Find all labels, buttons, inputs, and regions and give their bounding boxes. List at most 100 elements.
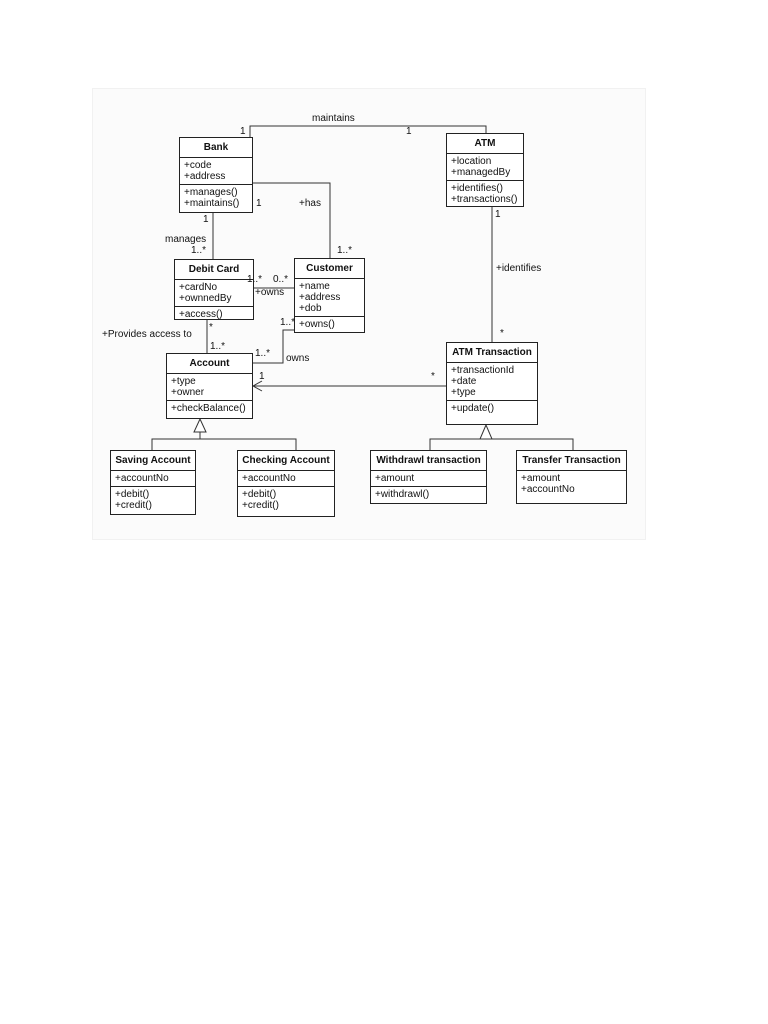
attribute: +type <box>171 376 196 387</box>
attribute: +accountNo <box>521 484 575 495</box>
transaction-inheritance-triangle <box>479 423 493 440</box>
owns-card-label: +owns <box>255 287 285 298</box>
customer-account-multiplicity: 1..* <box>280 317 296 328</box>
manages-label: manages <box>165 234 207 245</box>
attribute: +ownnedBy <box>179 293 232 304</box>
class-saving-account[interactable]: Saving Account +accountNo +debit() +cred… <box>110 450 196 515</box>
class-transfer-transaction[interactable]: Transfer Transaction +amount +accountNo <box>516 450 627 504</box>
card-access-multiplicity: * <box>209 322 213 333</box>
operation: +maintains() <box>184 198 240 209</box>
attributes: +location +managedBy <box>447 154 523 181</box>
attribute: +dob <box>299 303 322 314</box>
customer-card-multiplicity: 0..* <box>273 274 289 285</box>
attributes: +accountNo <box>111 471 195 487</box>
owns-account-association <box>253 329 296 364</box>
class-customer[interactable]: Customer +name +address +dob +owns() <box>294 258 365 333</box>
attribute: +location <box>451 156 492 167</box>
attribute: +accountNo <box>115 473 169 484</box>
attributes: +transactionId +date +type <box>447 363 537 401</box>
bank-manages-multiplicity: 1 <box>203 214 209 225</box>
account-transaction-arrowhead <box>251 380 263 392</box>
has-association <box>252 182 331 259</box>
attribute: +name <box>299 281 330 292</box>
maintains-association <box>249 125 487 138</box>
operation: +access() <box>179 309 223 320</box>
atm-maintains-multiplicity: 1 <box>406 126 412 137</box>
bank-has-multiplicity: 1 <box>256 198 262 209</box>
operations: +checkBalance() <box>167 401 252 416</box>
class-name: Account <box>167 354 252 374</box>
operation: +debit() <box>242 489 277 500</box>
bank-maintains-multiplicity: 1 <box>240 126 246 137</box>
operation: +checkBalance() <box>171 403 246 414</box>
operations: +debit() +credit() <box>111 487 195 513</box>
class-name: Bank <box>180 138 252 158</box>
provides-access-label: +Provides access to <box>102 329 192 340</box>
attribute: +managedBy <box>451 167 511 178</box>
operation: +credit() <box>242 500 279 511</box>
operations: +access() <box>175 307 253 322</box>
attribute: +address <box>299 292 341 303</box>
card-manages-multiplicity: 1..* <box>191 245 207 256</box>
class-atm[interactable]: ATM +location +managedBy +identifies() +… <box>446 133 524 207</box>
class-checking-account[interactable]: Checking Account +accountNo +debit() +cr… <box>237 450 335 517</box>
attribute: +accountNo <box>242 473 296 484</box>
account-owns-multiplicity: 1..* <box>255 348 271 359</box>
attributes: +accountNo <box>238 471 334 487</box>
attribute: +transactionId <box>451 365 515 376</box>
operations: +identifies() +transactions() <box>447 181 523 207</box>
has-label: +has <box>299 198 321 209</box>
transaction-account-multiplicity: * <box>431 371 435 382</box>
attribute: +address <box>184 171 226 182</box>
attributes: +code +address <box>180 158 252 185</box>
attributes: +type +owner <box>167 374 252 401</box>
operation: +credit() <box>115 500 152 511</box>
attributes: +cardNo +ownnedBy <box>175 280 253 307</box>
operations: +update() <box>447 401 537 416</box>
class-name: Customer <box>295 259 364 279</box>
class-name: Checking Account <box>238 451 334 471</box>
operation: +debit() <box>115 489 150 500</box>
attribute: +type <box>451 387 476 398</box>
attribute: +cardNo <box>179 282 218 293</box>
class-account[interactable]: Account +type +owner +checkBalance() <box>166 353 253 419</box>
account-transaction-multiplicity: 1 <box>259 371 265 382</box>
attributes: +name +address +dob <box>295 279 364 317</box>
class-bank[interactable]: Bank +code +address +manages() +maintain… <box>179 137 253 213</box>
class-withdrawl-transaction[interactable]: Withdrawl transaction +amount +withdrawl… <box>370 450 487 504</box>
operations: +owns() <box>295 317 364 332</box>
operations: +debit() +credit() <box>238 487 334 513</box>
attribute: +code <box>184 160 212 171</box>
transaction-generalization-tree <box>429 432 574 451</box>
class-name: ATM Transaction <box>447 343 537 363</box>
operation: +owns() <box>299 319 335 330</box>
customer-has-multiplicity: 1..* <box>337 245 353 256</box>
operation: +transactions() <box>451 194 518 205</box>
owns-account-label: owns <box>286 353 310 364</box>
class-name: Withdrawl transaction <box>371 451 486 471</box>
class-name: Transfer Transaction <box>517 451 626 471</box>
attributes: +amount +accountNo <box>517 471 626 497</box>
attribute: +date <box>451 376 477 387</box>
account-inheritance-triangle <box>193 417 207 433</box>
attribute: +amount <box>375 473 415 484</box>
account-access-multiplicity: 1..* <box>210 341 226 352</box>
attribute: +amount <box>521 473 561 484</box>
account-generalization-tree <box>151 432 297 451</box>
operation: +update() <box>451 403 495 414</box>
operations: +manages() +maintains() <box>180 185 252 211</box>
operations: +withdrawl() <box>371 487 486 502</box>
attributes: +amount <box>371 471 486 487</box>
class-name: Saving Account <box>111 451 195 471</box>
class-debit-card[interactable]: Debit Card +cardNo +ownnedBy +access() <box>174 259 254 320</box>
identifies-label: +identifies <box>496 263 542 274</box>
class-name: ATM <box>447 134 523 154</box>
class-atm-transaction[interactable]: ATM Transaction +transactionId +date +ty… <box>446 342 538 425</box>
card-owns-multiplicity: 1..* <box>247 274 263 285</box>
operation: +identifies() <box>451 183 503 194</box>
operation: +withdrawl() <box>375 489 430 500</box>
transaction-identifies-multiplicity: * <box>500 328 504 339</box>
maintains-label: maintains <box>312 113 355 124</box>
atm-identifies-multiplicity: 1 <box>495 209 501 220</box>
